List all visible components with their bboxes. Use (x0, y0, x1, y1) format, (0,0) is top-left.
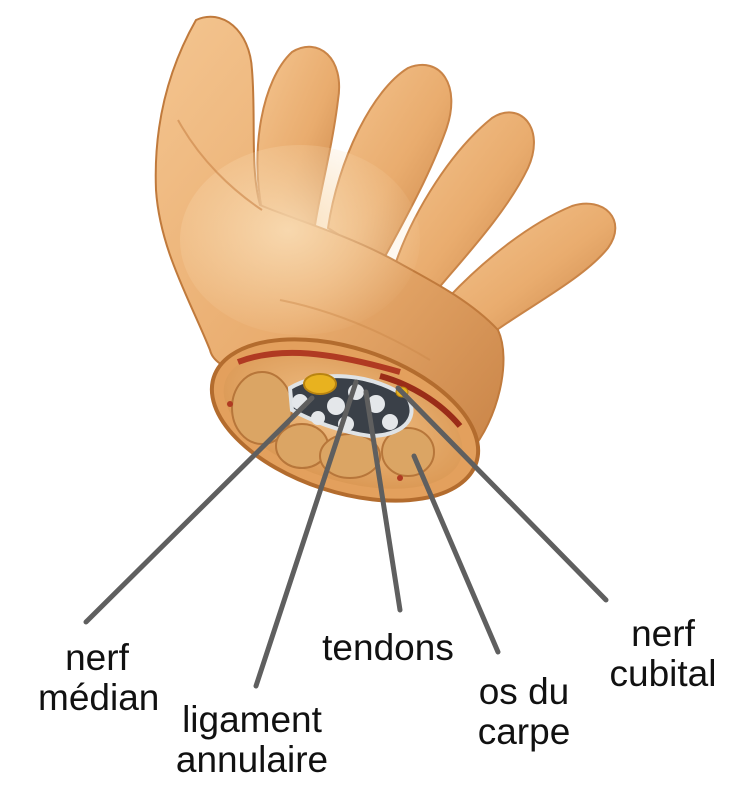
label-line: annulaire (162, 740, 342, 780)
label-nerf-median: nerf médian (38, 638, 156, 718)
tendon (311, 411, 325, 425)
vessel-dot (227, 401, 233, 407)
label-os-du-carpe: os du carpe (462, 672, 586, 752)
palm-highlight (180, 145, 420, 335)
label-line: nerf (38, 638, 156, 678)
label-line: tendons (308, 628, 468, 668)
label-line: médian (38, 678, 156, 718)
leader-nerf-median (86, 398, 312, 622)
label-line: nerf (598, 614, 728, 654)
median-nerve (304, 374, 336, 394)
label-line: carpe (462, 712, 586, 752)
label-line: ligament (162, 700, 342, 740)
label-line: cubital (598, 654, 728, 694)
label-nerf-cubital: nerf cubital (598, 614, 728, 694)
vessel-dot (397, 475, 403, 481)
label-ligament-annulaire: ligament annulaire (162, 700, 342, 780)
label-line: os du (462, 672, 586, 712)
tendon (327, 397, 345, 415)
tendon (382, 414, 398, 430)
label-tendons: tendons (308, 628, 468, 668)
